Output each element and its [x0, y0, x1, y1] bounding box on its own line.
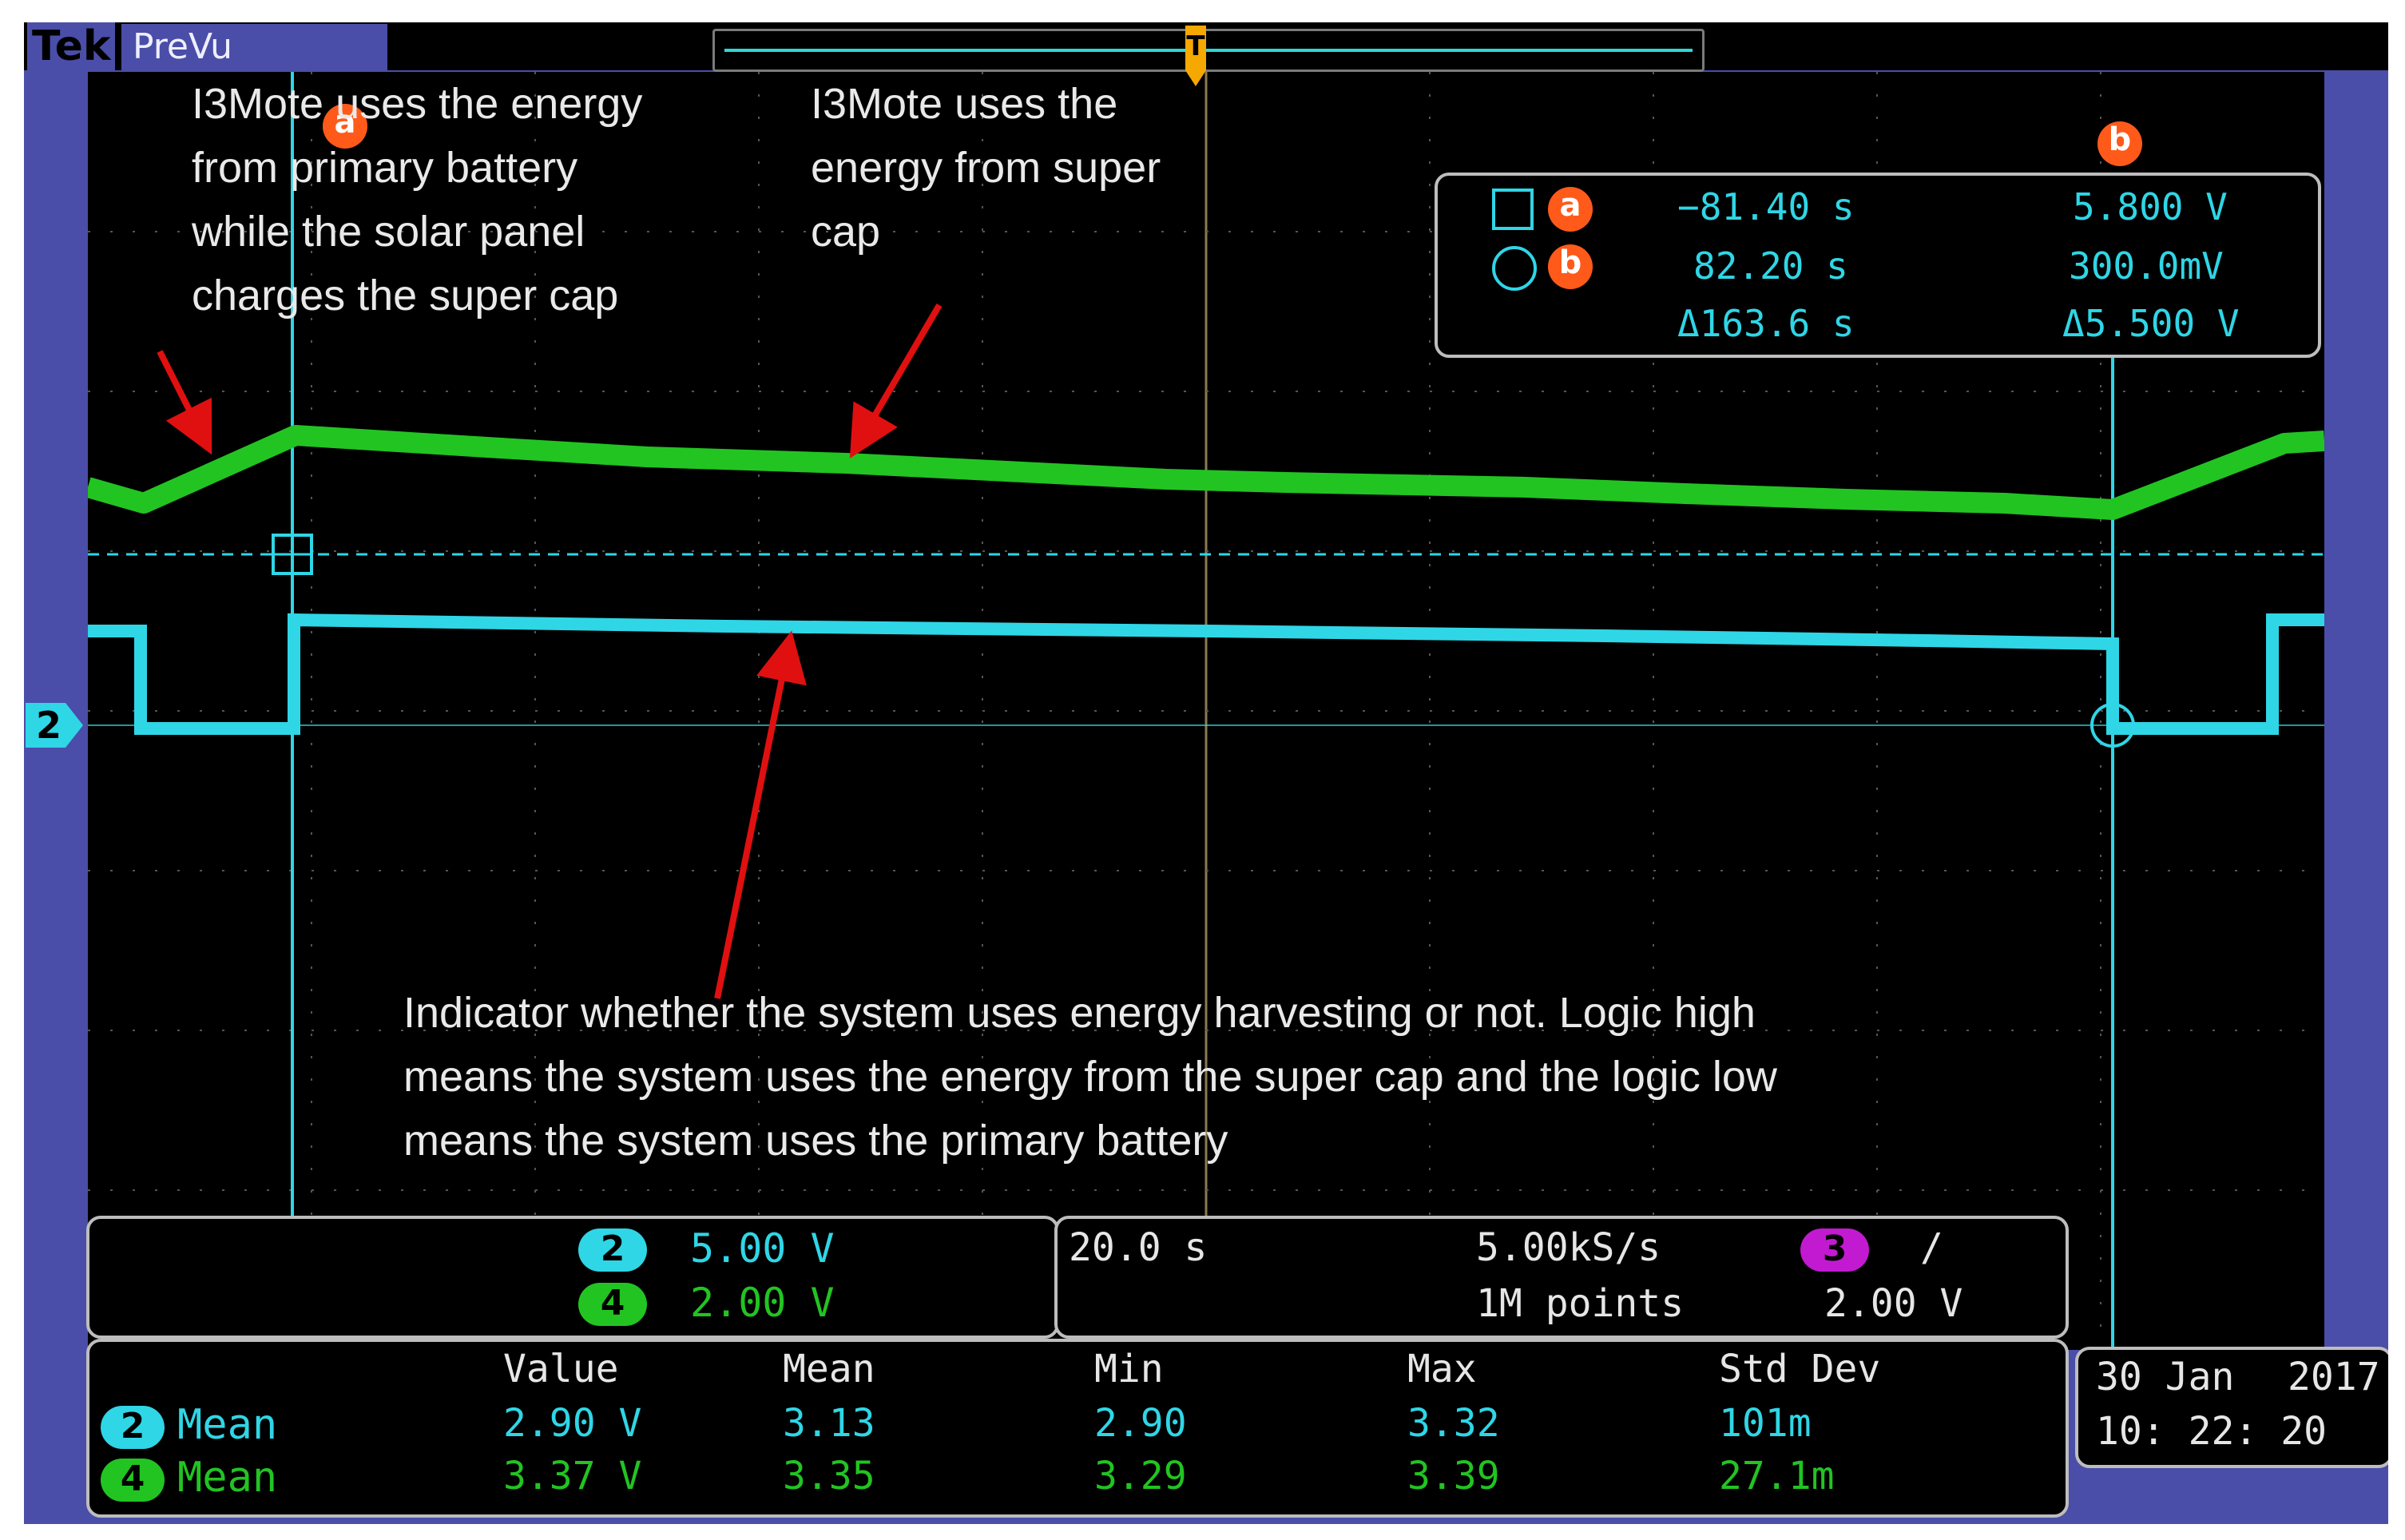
- measurement-ch2-badge[interactable]: 2: [101, 1406, 165, 1449]
- trigger-slope-icon: ∕: [1920, 1225, 1943, 1270]
- measurement-header-min: Min: [1094, 1347, 1164, 1391]
- ground-marker-shape: [26, 703, 83, 748]
- measurement-ch4-min: 3.29: [1094, 1454, 1187, 1498]
- cursor-b-voltage: 300.0mV: [2069, 244, 2224, 288]
- annotation-line: while the solar panel: [192, 208, 585, 256]
- waveform-graticule[interactable]: a b I3Mote uses the energy from primary …: [85, 72, 2325, 1350]
- annotation-line: Indicator whether the system uses energy…: [403, 989, 1756, 1037]
- measurement-ch2-max: 3.32: [1407, 1401, 1500, 1446]
- annotation-line: charges the super cap: [192, 272, 619, 320]
- measurement-header-std-dev: Std Dev: [1719, 1347, 1881, 1391]
- sample-rate: 5.00kS/s: [1476, 1225, 1661, 1270]
- cursor-b-readout-label: b: [1548, 244, 1593, 289]
- acquisition-mode-label: PreVu: [121, 24, 387, 70]
- measurement-ch2-min: 2.90: [1094, 1401, 1187, 1446]
- cursor-delta-voltage: Δ5.500 V: [2062, 302, 2240, 345]
- circle-cursor-icon: [1492, 246, 1537, 291]
- record-length: 1M points: [1476, 1281, 1685, 1326]
- cursor-readout-panel[interactable]: a −81.40 s 5.800 V b 82.20 s 300.0mV Δ16…: [1435, 173, 2321, 358]
- trigger-marker-label: T: [1186, 30, 1205, 62]
- measurement-header-value: Value: [503, 1347, 619, 1391]
- measurement-header-max: Max: [1407, 1347, 1477, 1391]
- measurement-ch4-value: 3.37 V: [503, 1454, 642, 1498]
- arrow-primary-battery: [157, 350, 212, 455]
- measurements-panel[interactable]: Value Mean Min Max Std Dev 2 Mean 2.90 V…: [86, 1339, 2069, 1518]
- annotation-line: means the system uses the energy from th…: [403, 1053, 1777, 1101]
- measurement-header-mean: Mean: [783, 1347, 875, 1391]
- record-view-line: [724, 49, 1693, 52]
- year-label: 2017: [2288, 1355, 2380, 1399]
- timebase-trigger-panel[interactable]: 20.0 s 5.00kS/s 1M points 3 ∕ 2.00 V: [1054, 1216, 2069, 1339]
- trigger-position-marker[interactable]: T: [1182, 26, 1209, 88]
- measurement-ch2-name: Mean: [177, 1401, 278, 1449]
- datetime-panel: 30 Jan 2017 10: 22: 20: [2075, 1347, 2388, 1468]
- top-bar-right-panel: [1709, 22, 2022, 70]
- ch2-ground-marker[interactable]: 2: [26, 703, 85, 748]
- brand-logo: Tek: [27, 22, 116, 70]
- ground-marker-label: 2: [35, 704, 62, 747]
- ch2-badge[interactable]: 2: [578, 1228, 647, 1272]
- horizontal-scale: 20.0 s: [1069, 1225, 1208, 1270]
- oscilloscope-screen: Tek PreVu: [24, 22, 2388, 1524]
- cursor-a-label[interactable]: a: [323, 104, 367, 149]
- trigger-level: 2.00 V: [1824, 1281, 1963, 1326]
- ch2-scale: 5.00 V: [690, 1225, 835, 1272]
- channel-scale-panel[interactable]: 2 5.00 V 4 2.00 V: [86, 1216, 1059, 1339]
- date-label: 30 Jan: [2096, 1355, 2235, 1399]
- annotation-indicator: Indicator whether the system uses energy…: [403, 981, 1777, 1173]
- measurement-ch4-badge[interactable]: 4: [101, 1459, 165, 1502]
- annotation-primary-battery: I3Mote uses the energy from primary batt…: [192, 72, 642, 327]
- cursor-b-circle-marker[interactable]: [2090, 703, 2135, 748]
- ch4-scale: 2.00 V: [690, 1280, 835, 1326]
- cursor-a-readout-label: a: [1548, 187, 1593, 232]
- ch2-waveform: [88, 613, 2324, 735]
- measurement-ch4-max: 3.39: [1407, 1454, 1500, 1498]
- measurement-ch2-value: 2.90 V: [503, 1401, 642, 1446]
- cursor-delta-time: Δ163.6 s: [1677, 302, 1855, 345]
- trigger-source-badge[interactable]: 3: [1800, 1228, 1869, 1272]
- ch4-waveform: [85, 425, 2325, 520]
- grid-lines: [88, 72, 2324, 1350]
- annotation-line: cap: [811, 208, 881, 256]
- annotation-line: I3Mote uses the energy: [192, 80, 643, 128]
- waveform-svg: [85, 72, 2325, 1350]
- ch4-badge[interactable]: 4: [578, 1283, 647, 1326]
- measurement-ch4-std-dev: 27.1m: [1719, 1454, 1835, 1498]
- annotation-line: I3Mote uses the: [811, 80, 1118, 128]
- annotation-line: energy from super: [811, 144, 1161, 192]
- measurement-ch2-std-dev: 101m: [1719, 1401, 1812, 1446]
- cursor-b-label[interactable]: b: [2097, 121, 2142, 166]
- cursor-a-voltage: 5.800 V: [2073, 185, 2228, 228]
- arrow-indicator: [714, 630, 807, 999]
- cursor-a-time: −81.40 s: [1677, 185, 1855, 228]
- measurement-ch2-mean: 3.13: [783, 1401, 875, 1446]
- cursor-b-time: 82.20 s: [1693, 244, 1848, 288]
- measurement-ch4-mean: 3.35: [783, 1454, 875, 1498]
- arrow-super-cap: [849, 303, 943, 458]
- annotation-line: means the system uses the primary batter…: [403, 1117, 1228, 1165]
- trigger-marker-icon: [1185, 26, 1206, 86]
- square-cursor-icon: [1492, 189, 1534, 230]
- measurement-ch4-name: Mean: [177, 1454, 278, 1502]
- time-label: 10: 22: 20: [2096, 1409, 2327, 1454]
- annotation-line: from primary battery: [192, 144, 578, 192]
- record-view-strip[interactable]: [712, 29, 1705, 72]
- annotation-super-cap: I3Mote uses the energy from super cap: [811, 72, 1161, 264]
